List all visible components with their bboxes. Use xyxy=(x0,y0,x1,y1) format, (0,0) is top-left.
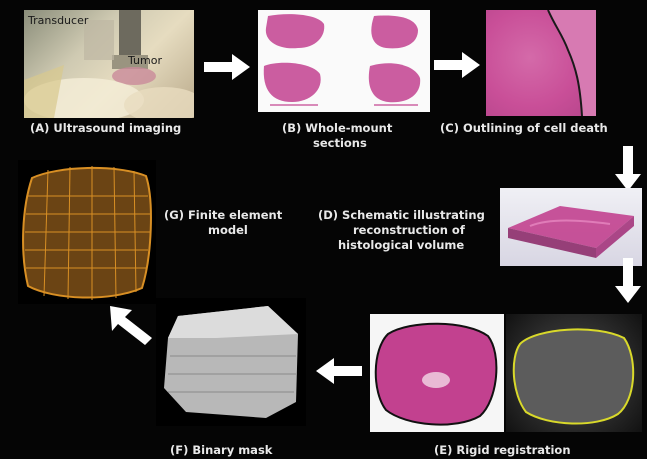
caption-schematic-line2: reconstruction of xyxy=(353,223,465,237)
caption-schematic-line3: histological volume xyxy=(338,238,464,252)
arrow-right-icon xyxy=(204,54,252,80)
caption-ultrasound-imaging: (A) Ultrasound imaging xyxy=(30,121,181,135)
caption-finite-element-line1: (G) Finite element xyxy=(164,208,282,222)
histological-volume-image xyxy=(500,188,642,266)
ultrasound-photo: Transducer Tumor xyxy=(24,10,194,118)
caption-whole-mount-line1: (B) Whole-mount xyxy=(282,121,392,135)
caption-outlining-cell-death: (C) Outlining of cell death xyxy=(440,121,608,135)
binary-mask-shape xyxy=(156,298,306,426)
transducer-label: Transducer xyxy=(28,14,88,27)
histological-volume-block xyxy=(500,188,642,266)
arrow-right-icon xyxy=(434,52,482,78)
arrow-down-icon xyxy=(614,146,642,192)
arrow-up-left-icon xyxy=(108,304,154,346)
caption-whole-mount-line2: sections xyxy=(313,136,367,150)
caption-binary-mask: (F) Binary mask xyxy=(170,443,272,457)
cell-death-outline-image xyxy=(486,10,596,116)
whole-mount-sections-image xyxy=(258,10,430,112)
arrow-down-icon xyxy=(614,258,642,304)
whole-mount-sections-drawing xyxy=(258,10,430,112)
finite-element-mesh xyxy=(18,160,156,304)
caption-rigid-registration: (E) Rigid registration xyxy=(434,443,571,457)
binary-mask-image xyxy=(156,298,306,426)
cell-death-boundary xyxy=(486,10,596,116)
histology-registration-image xyxy=(370,314,504,432)
tumor-label: Tumor xyxy=(128,54,162,67)
ultrasound-registration-image xyxy=(506,314,642,432)
finite-element-model-image xyxy=(18,160,156,304)
caption-schematic-line1: (D) Schematic illustrating xyxy=(318,208,485,222)
caption-finite-element-line2: model xyxy=(208,223,248,237)
histology-section-outline xyxy=(370,314,504,432)
ultrasound-tumor-outline xyxy=(506,314,642,432)
arrow-left-icon xyxy=(314,358,362,384)
